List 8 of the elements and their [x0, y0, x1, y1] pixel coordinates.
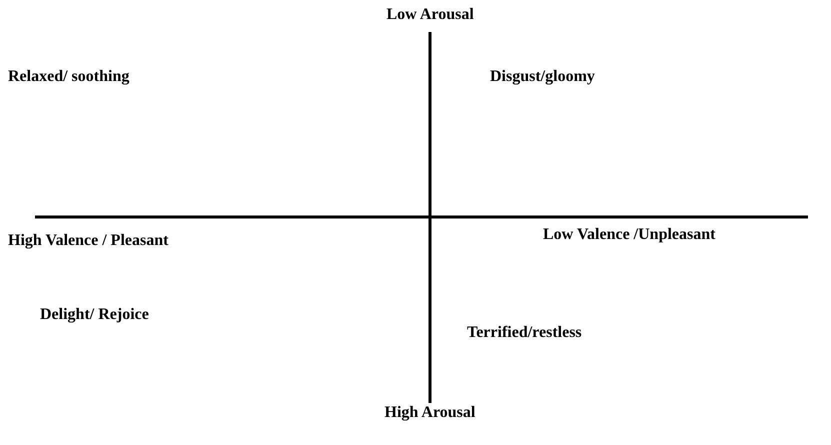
- axis-label: Low Arousal: [386, 6, 474, 24]
- quadrant-label: Disgust/gloomy: [490, 68, 595, 86]
- axis-label: Low Valence /Unpleasant: [543, 226, 716, 244]
- quadrant-label: Terrified/restless: [467, 324, 582, 342]
- axis-label: High Arousal: [384, 404, 476, 422]
- axis-label: High Valence / Pleasant: [8, 232, 168, 250]
- quadrant-label: Delight/ Rejoice: [40, 306, 149, 324]
- quadrant-label: Relaxed/ soothing: [8, 68, 130, 86]
